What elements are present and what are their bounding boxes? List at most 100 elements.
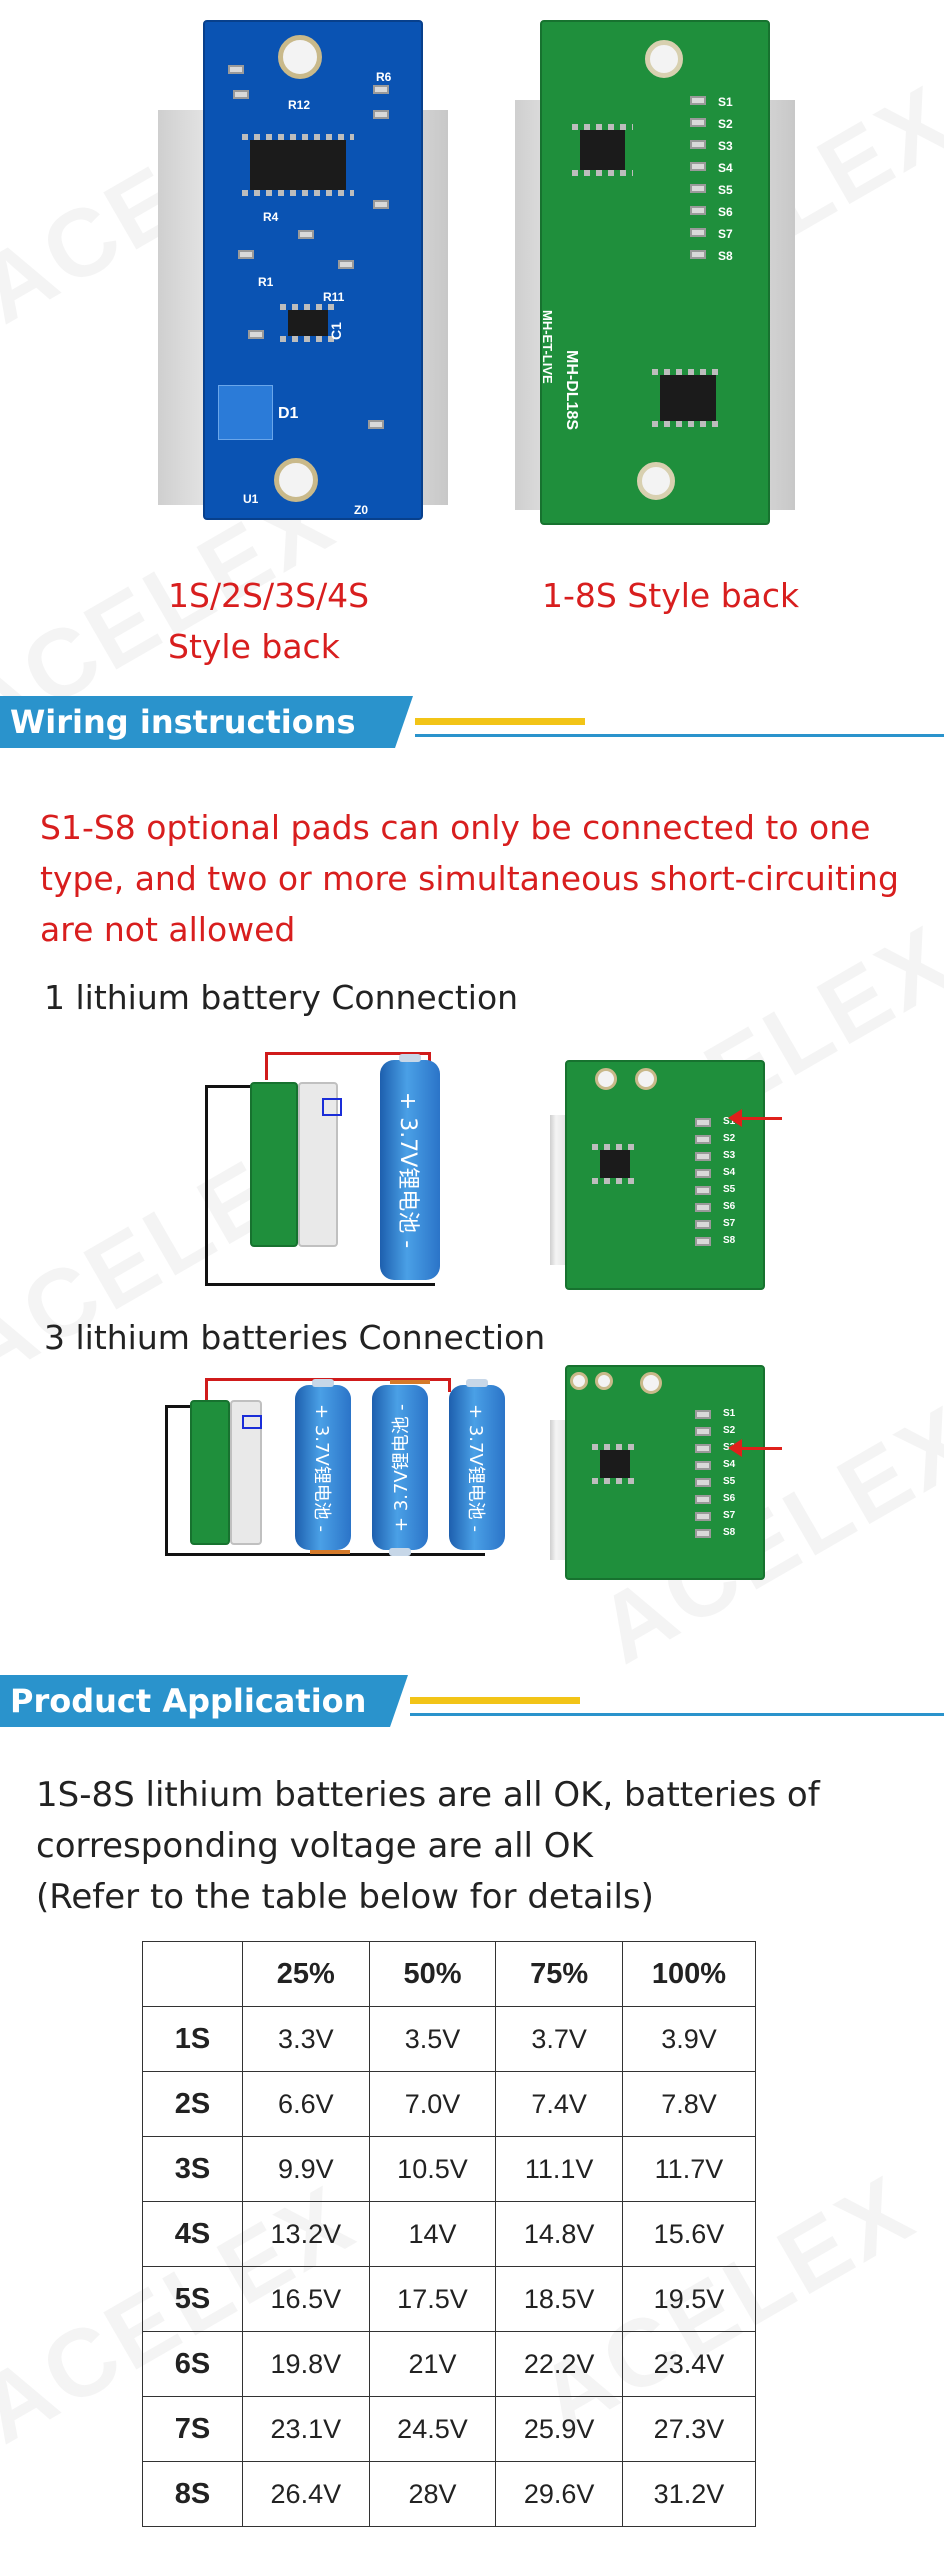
pad-label: S3 <box>718 139 733 153</box>
pad-label: S6 <box>718 205 733 219</box>
table-cell: 5S <box>142 2266 243 2332</box>
one-cell-board-closeup: S1 S2 S3 S4 S5 S6 S7 S8 <box>545 1050 785 1290</box>
table-header-cell: 75% <box>495 1941 623 2007</box>
description-line: (Refer to the table below for details) <box>36 1877 654 1917</box>
pad-label: S2 <box>723 1425 736 1436</box>
board-model-label: MH-DL18S <box>563 350 580 431</box>
pad-label: S8 <box>723 1527 736 1538</box>
caption-line: 1-8S Style back <box>542 576 800 615</box>
right-board-photo: S1 S2 S3 S4 S5 S6 S7 S8 MH-ET-LIVE MH-DL… <box>515 0 805 530</box>
application-description: 1S-8S lithium batteries are all OK, batt… <box>36 1770 926 1923</box>
table-cell: 9.9V <box>242 2136 370 2202</box>
table-cell: 22.2V <box>495 2331 623 2397</box>
table-cell: 6.6V <box>242 2071 370 2137</box>
ic-chip <box>242 134 354 196</box>
battery-cell: + 3.7V锂电池 - <box>372 1385 428 1556</box>
pad-label: S2 <box>718 117 733 131</box>
one-cell-diagram: + 3.7V锂电池 - <box>200 1040 470 1300</box>
table-row: 3S 9.9V 10.5V 11.1V 11.7V <box>142 2136 757 2202</box>
silk-label: D1 <box>278 405 299 422</box>
silk-label: R11 <box>323 290 345 304</box>
table-cell: 7.0V <box>368 2071 497 2137</box>
battery-cell: + 3.7V锂电池 - <box>295 1379 351 1550</box>
section-header-application: Product Application <box>0 1675 944 1727</box>
table-header-cell: 50% <box>368 1941 497 2007</box>
cell-label: + 3.7V锂电池 - <box>391 1403 412 1532</box>
pad-label: S4 <box>723 1167 736 1178</box>
table-cell: 21V <box>368 2331 497 2397</box>
description-line: 1S-8S lithium batteries are all OK, batt… <box>36 1775 820 1815</box>
voltage-table: 25% 50% 75% 100% 1S 3.3V 3.5V 3.7V 3.9V … <box>142 1941 757 2527</box>
table-cell: 3.7V <box>495 2006 623 2072</box>
table-row: 6S 19.8V 21V 22.2V 23.4V <box>142 2331 757 2397</box>
silk-label: R6 <box>376 70 392 84</box>
table-row: 4S 13.2V 14V 14.8V 15.6V <box>142 2201 757 2267</box>
table-cell: 4S <box>142 2201 243 2267</box>
board-model-label: C1 <box>328 322 344 340</box>
table-cell: 3.9V <box>621 2006 757 2072</box>
pad-label: S6 <box>723 1201 736 1212</box>
three-cell-board-closeup: S1 S2 S3 S4 S5 S6 S7 S8 <box>545 1360 785 1580</box>
board-maker-label: MH-ET-LIVE <box>540 310 555 384</box>
caption-line: Style back <box>168 627 340 666</box>
table-cell: 29.6V <box>495 2461 623 2527</box>
cell-label: + 3.7V锂电池 - <box>311 1403 332 1532</box>
table-row: 2S 6.6V 7.0V 7.4V 7.8V <box>142 2071 757 2137</box>
table-cell: 24.5V <box>368 2396 497 2462</box>
table-cell: 10.5V <box>368 2136 497 2202</box>
pad-label: S7 <box>723 1218 736 1229</box>
silk-label: R4 <box>263 210 279 224</box>
table-cell: 14V <box>368 2201 497 2267</box>
table-row: 8S 26.4V 28V 29.6V 31.2V <box>142 2461 757 2527</box>
table-cell: 8S <box>142 2461 243 2527</box>
pad-label: S3 <box>723 1150 736 1161</box>
table-row: 1S 3.3V 3.5V 3.7V 3.9V <box>142 2006 757 2072</box>
table-cell: 31.2V <box>621 2461 757 2527</box>
table-header-cell <box>142 1941 243 2007</box>
battery-cell: + 3.7V锂电池 - <box>449 1379 505 1550</box>
silk-label: R12 <box>288 98 311 112</box>
red-wire <box>265 1052 430 1055</box>
caption-line: 1S/2S/3S/4S <box>168 576 370 615</box>
silk-label: Z0 <box>354 503 369 517</box>
pad-label: S5 <box>723 1184 736 1195</box>
three-cell-diagram: + 3.7V锂电池 - + 3.7V锂电池 - + 3.7V锂电池 - <box>160 1370 520 1580</box>
pad-warning-note: S1-S8 optional pads can only be connecte… <box>40 808 899 949</box>
table-cell: 11.7V <box>621 2136 757 2202</box>
pad-label: S7 <box>723 1510 736 1521</box>
pad-label: S1 <box>723 1408 736 1419</box>
table-cell: 23.4V <box>621 2331 757 2397</box>
pad-label: S8 <box>723 1235 736 1246</box>
table-cell: 7.4V <box>495 2071 623 2137</box>
pad-label: S1 <box>718 95 733 109</box>
table-cell: 7S <box>142 2396 243 2462</box>
table-cell: 2S <box>142 2071 243 2137</box>
cell-label: + 3.7V锂电池 - <box>465 1403 486 1532</box>
table-header-cell: 25% <box>242 1941 370 2007</box>
table-cell: 17.5V <box>368 2266 497 2332</box>
left-board-caption: 1S/2S/3S/4S Style back <box>168 570 369 672</box>
section-title: Product Application <box>0 1675 408 1727</box>
silk-label: R1 <box>258 275 274 289</box>
table-cell: 1S <box>142 2006 243 2072</box>
table-cell: 3.5V <box>368 2006 497 2072</box>
table-cell: 28V <box>368 2461 497 2527</box>
table-cell: 26.4V <box>242 2461 370 2527</box>
black-wire <box>205 1085 208 1285</box>
table-cell: 27.3V <box>621 2396 757 2462</box>
s1-pointer-arrow <box>728 1109 782 1127</box>
table-cell: 16.5V <box>242 2266 370 2332</box>
s3-pointer-arrow <box>728 1439 782 1457</box>
table-cell: 19.8V <box>242 2331 370 2397</box>
table-row: 7S 23.1V 24.5V 25.9V 27.3V <box>142 2396 757 2462</box>
table-header-cell: 100% <box>621 1941 757 2007</box>
table-header-row: 25% 50% 75% 100% <box>142 1941 757 2007</box>
pad-label: S4 <box>723 1459 736 1470</box>
section-header-wiring: Wiring instructions <box>0 696 944 748</box>
battery-cell: + 3.7V锂电池 - <box>380 1054 440 1280</box>
table-cell: 7.8V <box>621 2071 757 2137</box>
pad-label: S2 <box>723 1133 736 1144</box>
right-board-caption: 1-8S Style back <box>542 570 799 621</box>
three-cell-title: 3 lithium batteries Connection <box>44 1318 546 1357</box>
table-cell: 3.3V <box>242 2006 370 2072</box>
